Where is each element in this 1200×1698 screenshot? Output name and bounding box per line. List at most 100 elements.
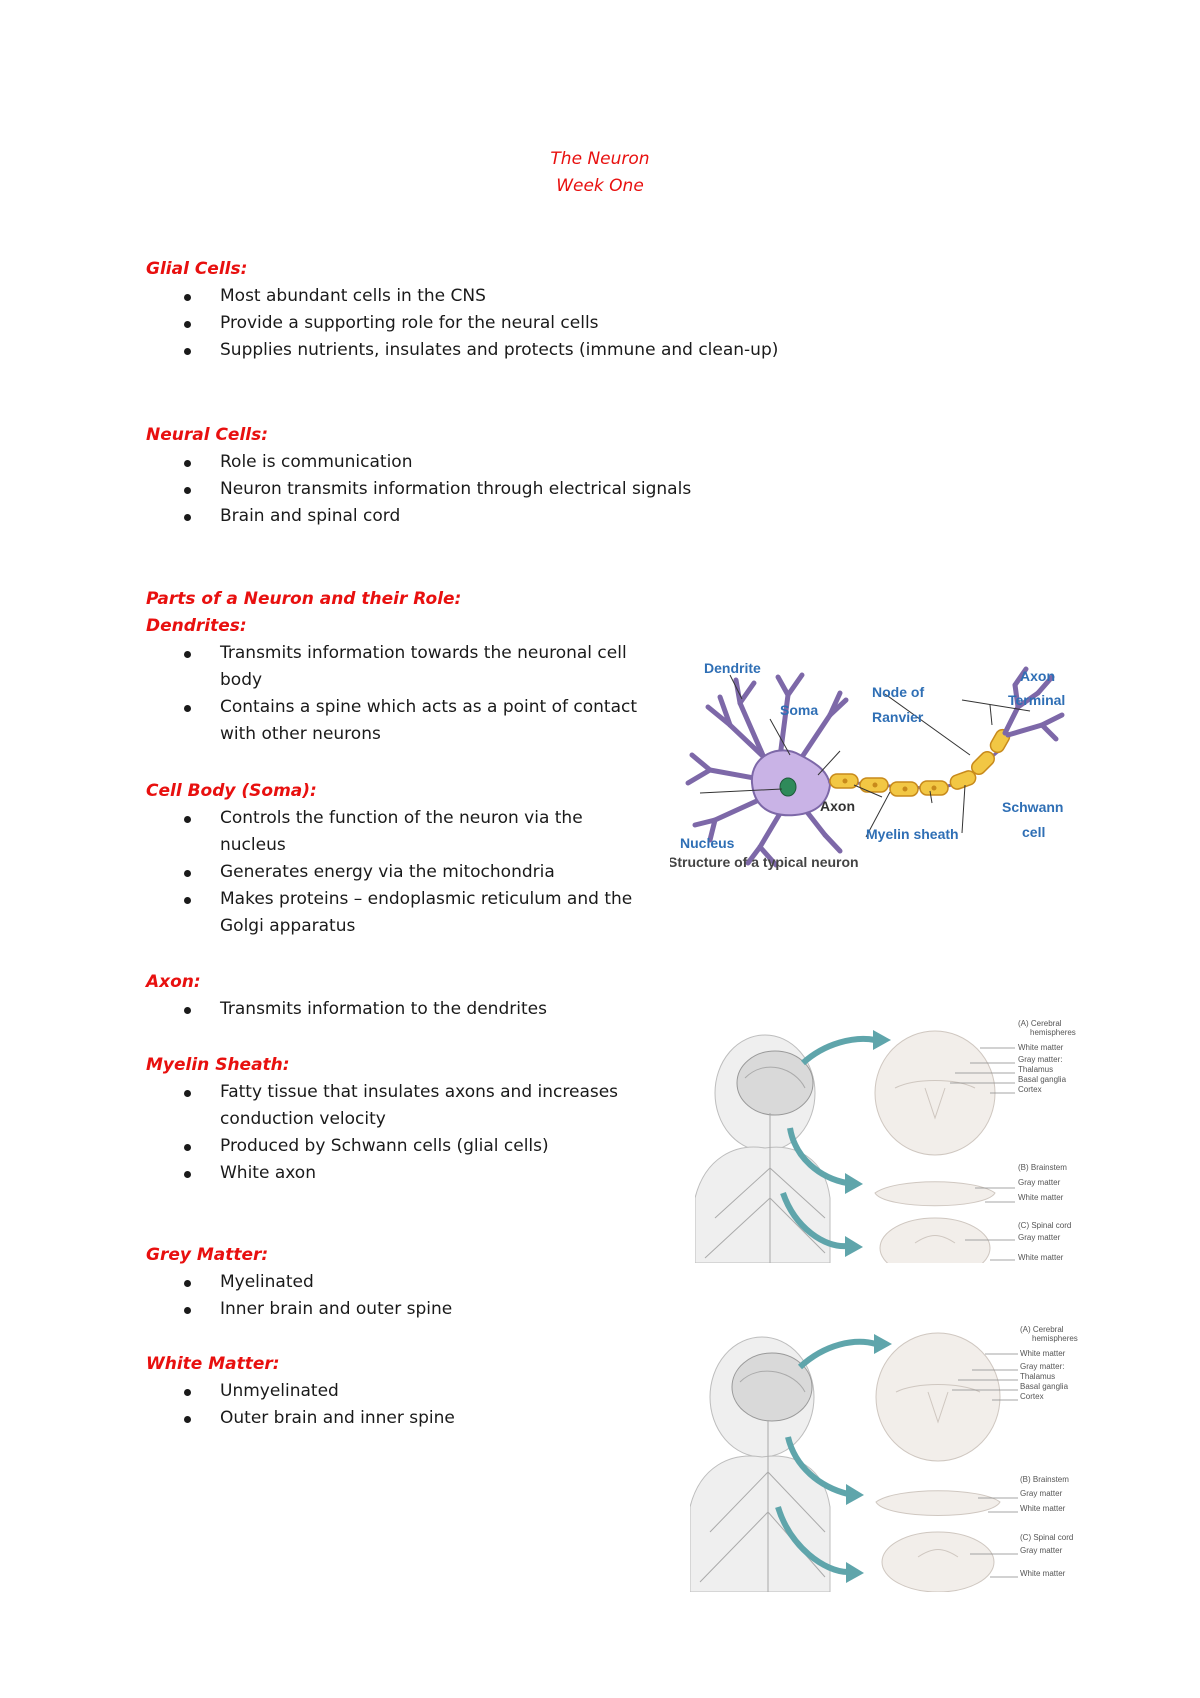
neuron-svg: Dendrite Soma Node of Ranvier Axon Termi… bbox=[668, 660, 1065, 870]
brain1-a-title-2: hemispheres bbox=[1030, 1028, 1076, 1037]
label-node-1: Node of bbox=[872, 684, 924, 700]
section-axon: Axon: Transmits information to the dendr… bbox=[146, 969, 686, 1023]
bullet-icon bbox=[184, 870, 191, 877]
brain1-b-label-1: White matter bbox=[1018, 1193, 1064, 1202]
list-item: Supplies nutrients, insulates and protec… bbox=[146, 337, 846, 364]
brain2-a-label-4: Cortex bbox=[1020, 1392, 1044, 1401]
brain2-a-label-2: Thalamus bbox=[1020, 1372, 1055, 1381]
bullet-icon bbox=[184, 1416, 191, 1423]
list-item: Myelinated bbox=[146, 1269, 686, 1296]
bullet-icon bbox=[184, 321, 191, 328]
brain-figure-1: (A) Cerebral hemispheres White matter Gr… bbox=[694, 1018, 1095, 1279]
brain2-b-label-1: White matter bbox=[1020, 1504, 1066, 1513]
bullet-icon bbox=[184, 1389, 191, 1396]
page-title: The Neuron Week One bbox=[0, 146, 1200, 200]
bullet-icon bbox=[184, 816, 191, 823]
section-myelin-sheath: Myelin Sheath: Fatty tissue that insulat… bbox=[146, 1052, 666, 1187]
brain2-a-title-2: hemispheres bbox=[1032, 1334, 1078, 1343]
list-item: Transmits information towards the neuron… bbox=[146, 640, 666, 694]
section-heading: Neural Cells: bbox=[146, 425, 269, 445]
brain2-c-title: (C) Spinal cord bbox=[1020, 1533, 1073, 1542]
label-node-2: Ranvier bbox=[872, 709, 924, 725]
section-heading: Axon: bbox=[146, 972, 201, 992]
bullet-icon bbox=[184, 1307, 191, 1314]
brain1-b-label-0: Gray matter bbox=[1018, 1178, 1061, 1187]
list-item: Role is communication bbox=[146, 449, 846, 476]
brain1-a-label-4: Cortex bbox=[1018, 1085, 1042, 1094]
bullet-icon bbox=[184, 348, 191, 355]
label-schwann-1: Schwann bbox=[1002, 799, 1063, 815]
section-heading: White Matter: bbox=[146, 1354, 280, 1374]
neuron-diagram: Dendrite Soma Node of Ranvier Axon Termi… bbox=[668, 655, 1090, 895]
section-white-matter: White Matter: Unmyelinated Outer brain a… bbox=[146, 1351, 686, 1432]
bullet-icon bbox=[184, 1144, 191, 1151]
list-item: Outer brain and inner spine bbox=[146, 1405, 686, 1432]
section-heading: Grey Matter: bbox=[146, 1245, 269, 1265]
bullet-icon bbox=[184, 1090, 191, 1097]
bullet-icon bbox=[184, 460, 191, 467]
brain2-a-label-3: Basal ganglia bbox=[1020, 1382, 1069, 1391]
section-dendrites: Parts of a Neuron and their Role: Dendri… bbox=[146, 586, 666, 748]
section-neural-cells: Neural Cells: Role is communication Neur… bbox=[146, 422, 691, 530]
brain2-b-label-0: Gray matter bbox=[1020, 1489, 1063, 1498]
bullet-icon bbox=[184, 487, 191, 494]
list-item: Unmyelinated bbox=[146, 1378, 686, 1405]
list-item: Transmits information to the dendrites bbox=[146, 996, 686, 1023]
bullet-icon bbox=[184, 514, 191, 521]
bullet-icon bbox=[184, 897, 191, 904]
bullet-icon bbox=[184, 705, 191, 712]
label-axon-terminal-2: Terminal bbox=[1008, 692, 1065, 708]
brain1-a-label-0: White matter bbox=[1018, 1043, 1064, 1052]
brain2-c-label-1: White matter bbox=[1020, 1569, 1066, 1578]
list-item: Most abundant cells in the CNS bbox=[146, 283, 846, 310]
neuron-caption: Structure of a typical neuron bbox=[670, 854, 859, 870]
brain-figure-2: (A) Cerebral hemispheres White matter Gr… bbox=[689, 1322, 1095, 1593]
brain1-a-label-2: Thalamus bbox=[1018, 1065, 1053, 1074]
brain1-a-label-1: Gray matter: bbox=[1018, 1055, 1062, 1064]
bullet-icon bbox=[184, 1171, 191, 1178]
brain2-b-title: (B) Brainstem bbox=[1020, 1475, 1069, 1484]
section-heading: Cell Body (Soma): bbox=[146, 781, 317, 801]
label-axon: Axon bbox=[820, 798, 855, 814]
brain1-a-label-3: Basal ganglia bbox=[1018, 1075, 1067, 1084]
list-item: Makes proteins – endoplasmic reticulum a… bbox=[146, 886, 646, 940]
list-item: Neuron transmits information through ele… bbox=[146, 476, 846, 503]
brain-figure-1-svg: (A) Cerebral hemispheres White matter Gr… bbox=[694, 1019, 1076, 1279]
section-heading: Glial Cells: bbox=[146, 259, 248, 279]
brain2-c-label-0: Gray matter bbox=[1020, 1546, 1063, 1555]
section-heading: Parts of a Neuron and their Role: bbox=[146, 589, 462, 609]
title-line-2: Week One bbox=[556, 176, 644, 196]
list-item: White axon bbox=[146, 1160, 666, 1187]
section-grey-matter: Grey Matter: Myelinated Inner brain and … bbox=[146, 1242, 686, 1323]
label-schwann-2: cell bbox=[1022, 824, 1045, 840]
brain1-c-label-0: Gray matter bbox=[1018, 1233, 1061, 1242]
list-item: Controls the function of the neuron via … bbox=[146, 805, 646, 859]
label-soma: Soma bbox=[780, 702, 818, 718]
bullet-icon bbox=[184, 1280, 191, 1287]
list-item: Inner brain and outer spine bbox=[146, 1296, 686, 1323]
list-item: Brain and spinal cord bbox=[146, 503, 846, 530]
brain1-c-label-1: White matter bbox=[1018, 1253, 1064, 1262]
label-myelin: Myelin sheath bbox=[866, 826, 959, 842]
bullet-icon bbox=[184, 294, 191, 301]
label-nucleus: Nucleus bbox=[680, 835, 735, 851]
brain1-c-title: (C) Spinal cord bbox=[1018, 1221, 1071, 1230]
list-item: Generates energy via the mitochondria bbox=[146, 859, 646, 886]
label-dendrite: Dendrite bbox=[704, 660, 761, 676]
brain-figure-2-svg: (A) Cerebral hemispheres White matter Gr… bbox=[689, 1325, 1078, 1593]
list-item: Fatty tissue that insulates axons and in… bbox=[146, 1079, 666, 1133]
list-item: Produced by Schwann cells (glial cells) bbox=[146, 1133, 666, 1160]
bullet-icon bbox=[184, 1007, 191, 1014]
list-item: Contains a spine which acts as a point o… bbox=[146, 694, 666, 748]
section-cell-body: Cell Body (Soma): Controls the function … bbox=[146, 778, 646, 940]
section-heading: Myelin Sheath: bbox=[146, 1055, 290, 1075]
brain2-a-label-0: White matter bbox=[1020, 1349, 1066, 1358]
brain2-a-label-1: Gray matter: bbox=[1020, 1362, 1064, 1371]
brain2-a-title-1: (A) Cerebral bbox=[1020, 1325, 1064, 1334]
section-subheading: Dendrites: bbox=[146, 616, 247, 636]
brain1-b-title: (B) Brainstem bbox=[1018, 1163, 1067, 1172]
bullet-icon bbox=[184, 651, 191, 658]
list-item: Provide a supporting role for the neural… bbox=[146, 310, 846, 337]
brain1-a-title-1: (A) Cerebral bbox=[1018, 1019, 1062, 1028]
label-axon-terminal-1: Axon bbox=[1020, 668, 1055, 684]
